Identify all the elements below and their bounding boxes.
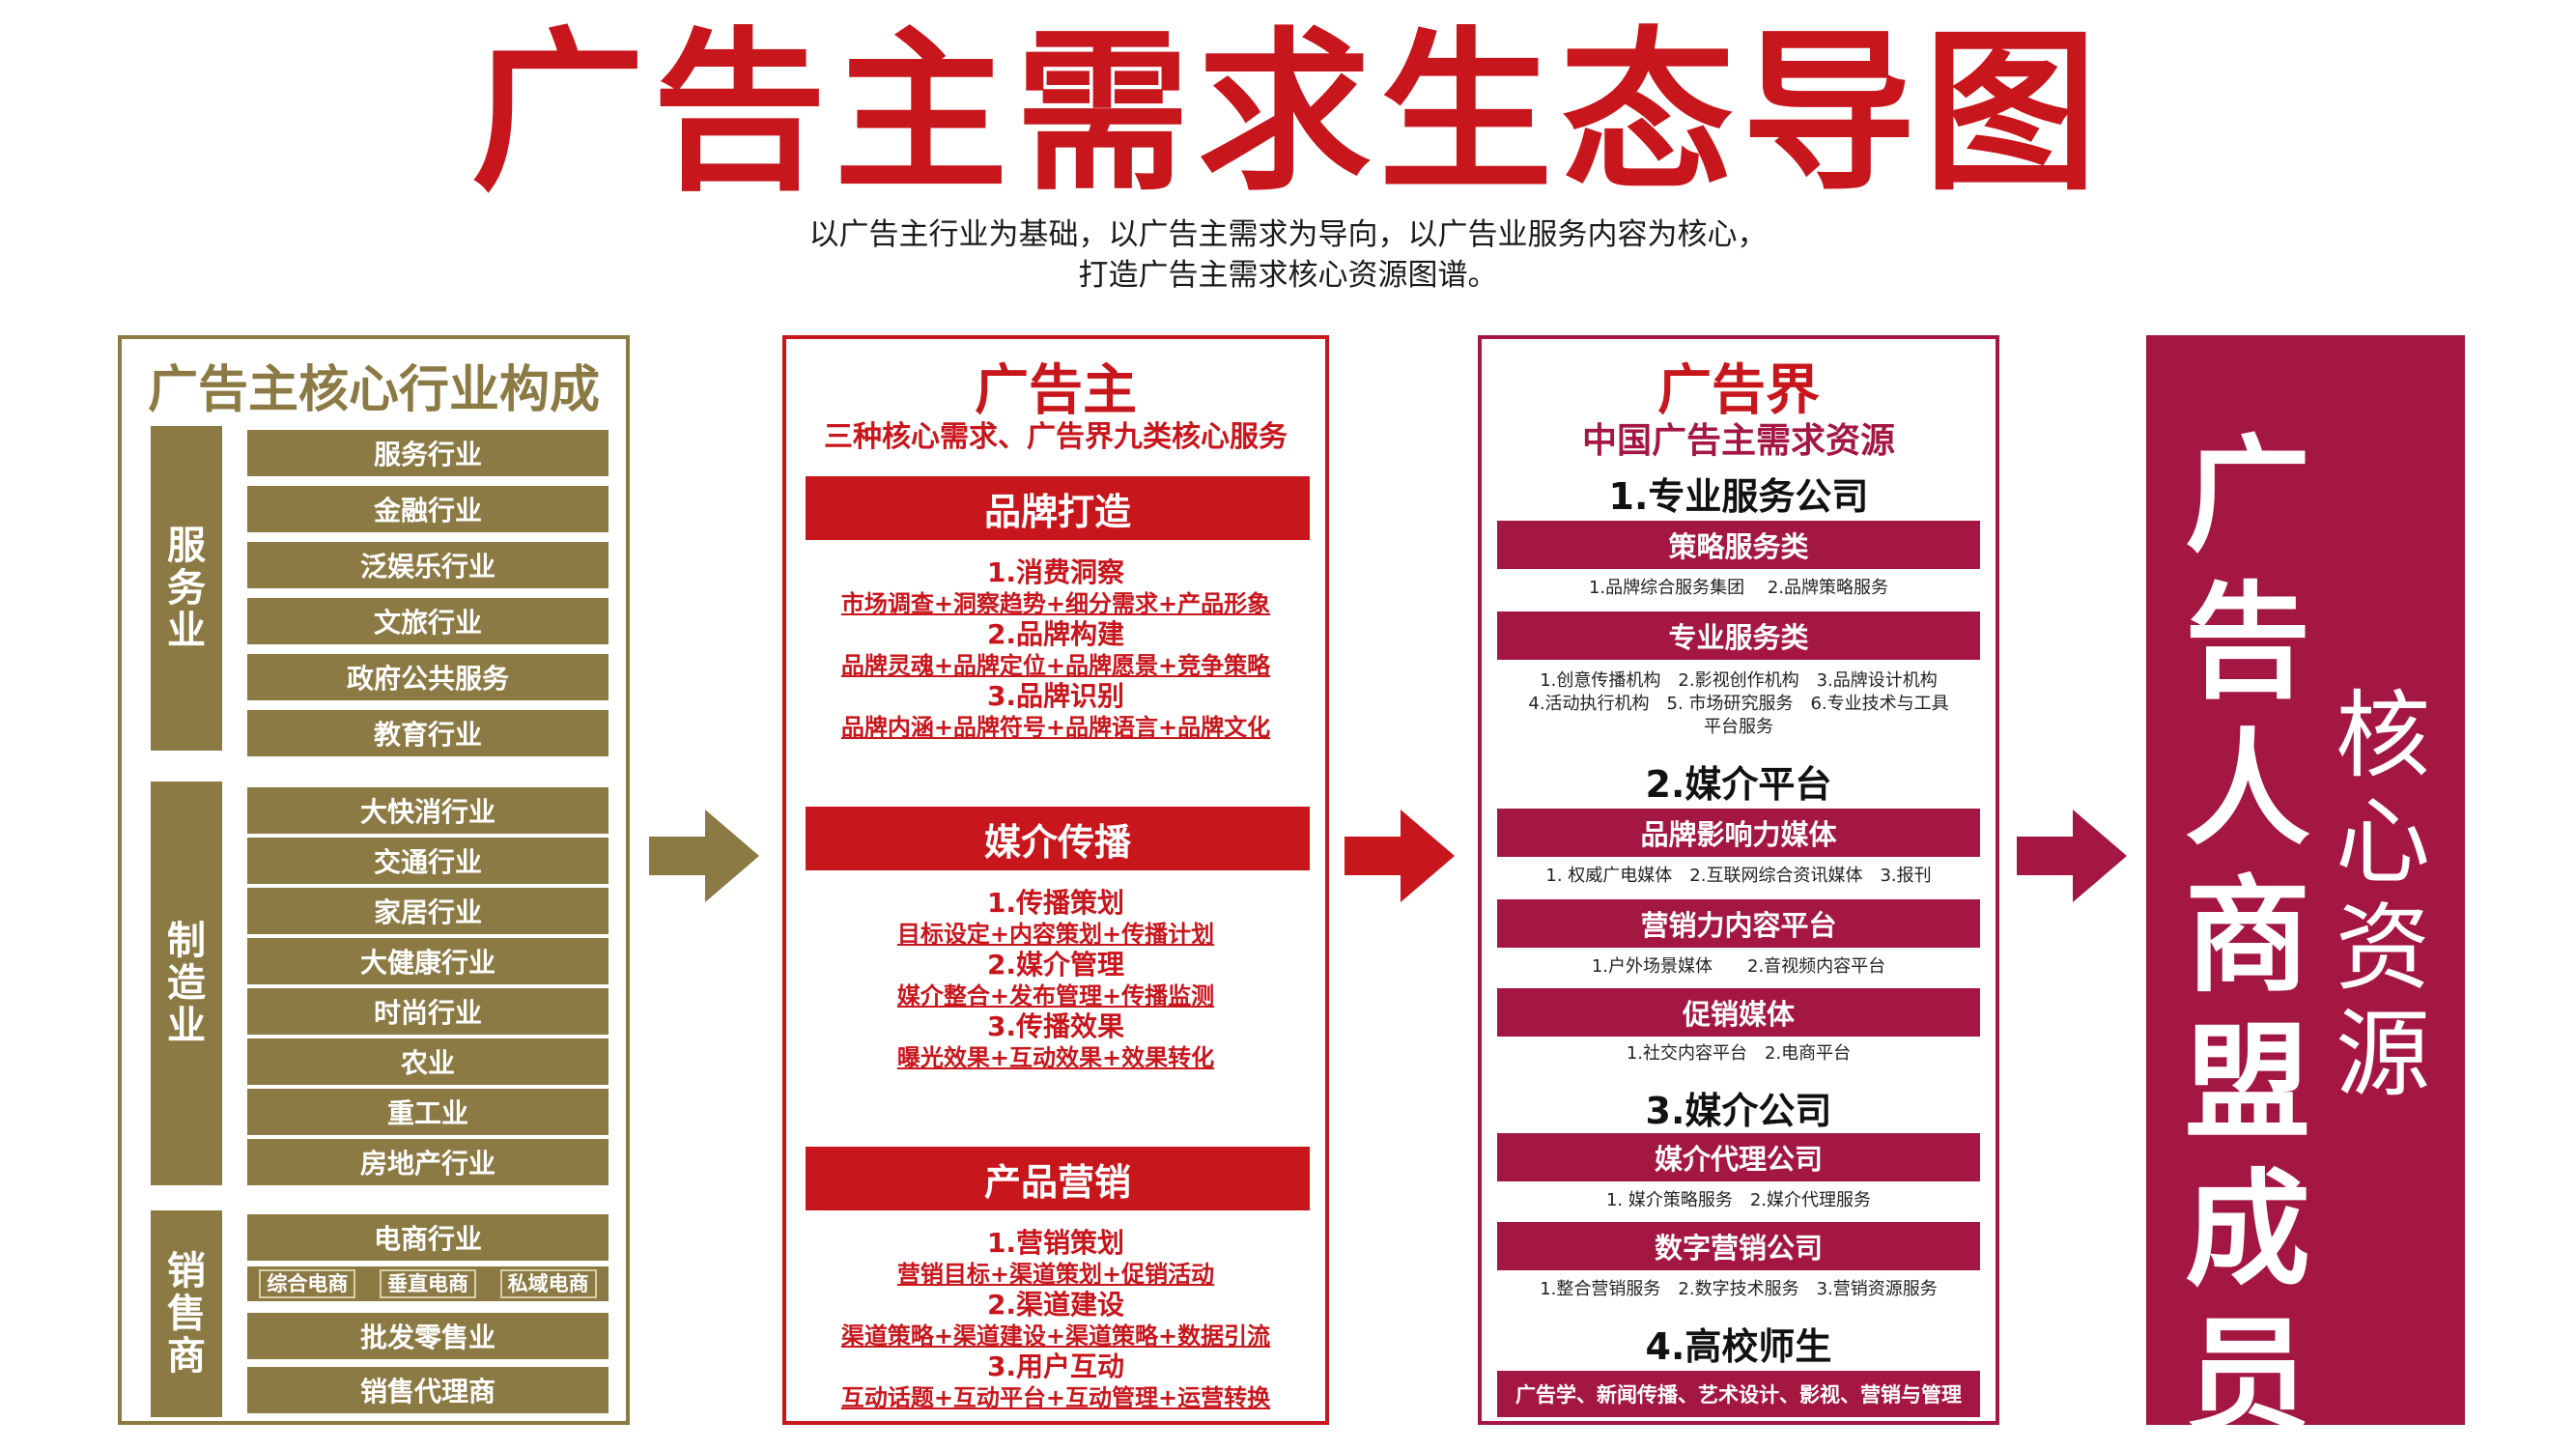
need-detail: 品牌内涵+品牌符号+品牌语言+品牌文化: [840, 714, 1271, 741]
resource-note: 1.品牌综合服务集团 2.品牌策略服务: [1588, 578, 1889, 598]
group-title-universities: 4.高校师生: [1645, 1325, 1832, 1368]
resource-bar: 营销力内容平台: [1497, 899, 1980, 948]
resource-note: 1.整合营销服务 2.数字技术服务 3.营销资源服务: [1540, 1279, 1938, 1299]
industry-item: 时尚行业: [247, 988, 609, 1035]
subtitle-line-2: 打造广告主需求核心资源图谱。: [1078, 258, 1498, 293]
section-body-media: 1.传播策划 目标设定+内容策划+传播计划 2.媒介管理 媒介整合+发布管理+传…: [786, 888, 1325, 1073]
resource-note: 1.社交内容平台 2.电商平台: [1626, 1043, 1852, 1064]
resource-bar: 专业服务类: [1497, 611, 1980, 660]
section-body-brand: 1.消费洞察 市场调查+洞察趋势+细分需求+产品形象 2.品牌构建 品牌灵魂+品…: [786, 557, 1325, 743]
arrow-right-icon: [2017, 810, 2127, 902]
need-title: 1.传播策划: [986, 887, 1125, 919]
industry-item: 销售代理商: [247, 1367, 609, 1413]
need-title: 3.传播效果: [986, 1010, 1125, 1042]
need-title: 3.用户互动: [986, 1350, 1125, 1382]
member-title-vertical: 广 告 人 商 盟 成 员: [2184, 422, 2310, 1450]
industry-item: 文旅行业: [247, 598, 609, 644]
industry-item: 泛娱乐行业: [247, 542, 609, 588]
resource-bar: 媒介代理公司: [1497, 1133, 1980, 1181]
resource-note: 1.户外场景媒体 2.音视频内容平台: [1591, 956, 1886, 977]
industry-panel-title: 广告主核心行业构成: [147, 361, 600, 419]
need-detail: 渠道策略+渠道建设+渠道策略+数据引流: [840, 1322, 1271, 1350]
industry-resources-panel: 广告界 中国广告主需求资源 1.专业服务公司 策略服务类 1.品牌综合服务集团 …: [1478, 335, 1999, 1425]
industry-item: 交通行业: [247, 838, 609, 884]
section-head-media: 媒介传播: [806, 807, 1310, 870]
section-body-marketing: 1.营销策划 营销目标+渠道策划+促销活动 2.渠道建设 渠道策略+渠道建设+渠…: [786, 1228, 1325, 1413]
resource-note: 1. 媒介策略服务 2.媒介代理服务: [1605, 1190, 1872, 1210]
industry-panel: 广告主核心行业构成 服务业 服务行业 金融行业 泛娱乐行业 文旅行业 政府公共服…: [118, 335, 630, 1425]
arrow-right-icon: [1345, 810, 1455, 902]
industry-item: 大快消行业: [247, 787, 609, 834]
need-detail: 媒介整合+发布管理+传播监测: [896, 982, 1215, 1009]
resources-panel-title: 广告界: [1657, 359, 1820, 422]
industry-item: 家居行业: [247, 888, 609, 934]
need-title: 2.渠道建设: [986, 1289, 1125, 1321]
arrow-right-icon: [649, 810, 759, 902]
resource-bar: 广告学、新闻传播、艺术设计、影视、营销与管理: [1497, 1371, 1980, 1417]
resources-panel-subtitle: 中国广告主需求资源: [1581, 421, 1895, 461]
core-resource-vertical: 核 心 资 源: [2335, 681, 2430, 1110]
need-title: 2.媒介管理: [986, 949, 1125, 981]
need-detail: 市场调查+洞察趋势+细分需求+产品形象: [840, 590, 1271, 617]
need-detail: 互动话题+互动平台+互动管理+运营转换: [840, 1384, 1271, 1411]
category-manufacturing: 制造业: [151, 782, 222, 1185]
resource-bar: 品牌影响力媒体: [1497, 809, 1980, 857]
need-title: 3.品牌识别: [986, 680, 1125, 712]
member-panel: 广 告 人 商 盟 成 员 核 心 资 源: [2146, 335, 2465, 1450]
industry-item: 批发零售业: [247, 1313, 609, 1359]
industry-item: 服务行业: [247, 430, 609, 476]
page-title: 广告主需求生态导图: [470, 13, 2106, 214]
need-detail: 曝光效果+互动效果+效果转化: [896, 1044, 1215, 1071]
need-title: 1.营销策划: [986, 1227, 1125, 1259]
need-title: 2.品牌构建: [986, 618, 1125, 650]
section-head-brand: 品牌打造: [806, 476, 1310, 540]
category-service: 服务业: [151, 426, 222, 751]
advertiser-panel-subtitle: 三种核心需求、广告界九类核心服务: [824, 420, 1288, 454]
subtitle-line-1: 以广告主行业为基础，以广告主需求为导向，以广告业服务内容为核心，: [808, 217, 1768, 252]
industry-item: 重工业: [247, 1089, 609, 1135]
advertiser-panel-title: 广告主: [975, 359, 1137, 422]
resource-note: 1. 权威广电媒体 2.互联网综合资讯媒体 3.报刊: [1545, 866, 1932, 886]
page-subtitle: 以广告主行业为基础，以广告主需求为导向，以广告业服务内容为核心， 打造广告主需求…: [0, 214, 2576, 296]
resource-bar: 数字营销公司: [1497, 1222, 1980, 1270]
resource-note: 1.创意传播机构 2.影视创作机构 3.品牌设计机构 4.活动执行机构 5. 市…: [1528, 670, 1949, 737]
advertiser-panel: 广告主 三种核心需求、广告界九类核心服务 品牌打造 1.消费洞察 市场调查+洞察…: [782, 335, 1329, 1425]
group-title-media-companies: 3.媒介公司: [1645, 1090, 1832, 1132]
industry-item: 大健康行业: [247, 938, 609, 984]
section-head-marketing: 产品营销: [806, 1147, 1310, 1210]
need-detail: 目标设定+内容策划+传播计划: [896, 921, 1215, 948]
need-detail: 营销目标+渠道策划+促销活动: [896, 1261, 1215, 1288]
resource-bar: 促销媒体: [1497, 988, 1980, 1037]
ecommerce-subtypes: 综合电商 垂直电商 私域电商: [247, 1266, 609, 1301]
resource-bar: 策略服务类: [1497, 521, 1980, 569]
group-title-service-companies: 1.专业服务公司: [1608, 475, 1869, 518]
subtype-item: 垂直电商: [379, 1269, 476, 1298]
industry-item: 教育行业: [247, 710, 609, 756]
industry-item: 政府公共服务: [247, 654, 609, 700]
category-sales: 销售商: [151, 1210, 222, 1417]
industry-item: 房地产行业: [247, 1139, 609, 1185]
need-title: 1.消费洞察: [986, 556, 1125, 588]
industry-item: 电商行业: [247, 1214, 609, 1261]
group-title-media-platforms: 2.媒介平台: [1645, 763, 1832, 806]
industry-item: 农业: [247, 1038, 609, 1085]
need-detail: 品牌灵魂+品牌定位+品牌愿景+竞争策略: [840, 652, 1271, 679]
subtype-item: 综合电商: [259, 1269, 356, 1298]
subtype-item: 私域电商: [499, 1269, 597, 1298]
industry-item: 金融行业: [247, 486, 609, 532]
